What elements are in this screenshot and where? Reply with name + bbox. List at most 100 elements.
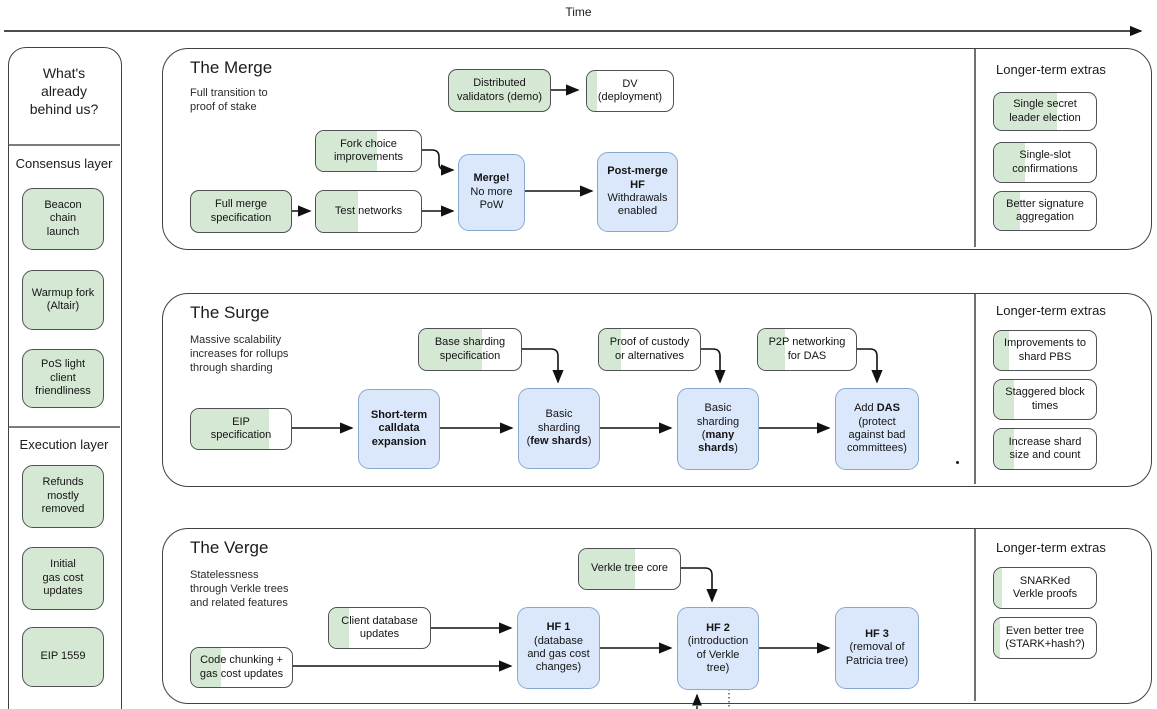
node-verkle-tree-core: Verkle tree core — [578, 548, 681, 590]
execution-layer-label: Execution layer — [19, 437, 109, 452]
surge-panel — [162, 293, 1152, 487]
progress-fill — [994, 192, 1020, 230]
node-label: DV(deployment) — [597, 77, 663, 103]
node-test-networks: Test networks — [315, 190, 422, 233]
node-even-better-tree: Even better tree(STARK+hash?) — [993, 617, 1097, 659]
stray-dot — [956, 461, 959, 464]
surge-subtitle: Massive scalability increases for rollup… — [190, 334, 289, 375]
verge-title: The Verge — [190, 538, 269, 557]
surge-extras-title: Longer-term extras — [996, 303, 1106, 318]
node-eip-1559: EIP 1559 — [22, 627, 104, 687]
progress-fill — [191, 648, 222, 687]
behind-us-heading: What's already behind us? — [29, 65, 99, 118]
verge-subtitle: Statelessness through Verkle trees and r… — [190, 569, 289, 610]
progress-fill — [994, 380, 1015, 419]
progress-fill — [994, 331, 1010, 370]
verge-extras-title: Longer-term extras — [996, 540, 1106, 555]
progress-fill — [191, 409, 269, 449]
progress-fill — [994, 143, 1025, 182]
merge-title: The Merge — [190, 58, 273, 77]
progress-fill — [579, 549, 635, 589]
progress-fill — [316, 131, 377, 171]
node-label: Test networks — [334, 204, 403, 217]
node-dv-deployment: DV(deployment) — [586, 70, 674, 112]
node-warmup-fork-altair: Warmup fork(Altair) — [22, 270, 104, 330]
progress-fill — [994, 429, 1015, 469]
node-label: Even better tree(STARK+hash?) — [1005, 624, 1085, 650]
node-label: EIP 1559 — [40, 650, 86, 663]
node-label: Code chunking +gas cost updates — [199, 654, 284, 680]
merge-extras-title: Longer-term extras — [996, 62, 1106, 77]
progress-fill — [587, 71, 598, 111]
time-axis-label: Time — [565, 5, 592, 19]
node-label: Warmup fork(Altair) — [31, 286, 95, 312]
consensus-layer-label: Consensus layer — [15, 156, 113, 171]
progress-fill — [329, 608, 350, 648]
surge-title: The Surge — [190, 303, 270, 322]
merge-subtitle: Full transition to proof of stake — [190, 87, 268, 114]
progress-fill — [316, 191, 358, 232]
progress-fill — [994, 618, 1001, 658]
progress-fill — [599, 329, 622, 370]
progress-fill — [994, 568, 1003, 608]
node-label: Verkle tree core — [590, 562, 669, 575]
progress-fill — [758, 329, 786, 370]
node-code-chunking: Code chunking +gas cost updates — [190, 647, 293, 688]
